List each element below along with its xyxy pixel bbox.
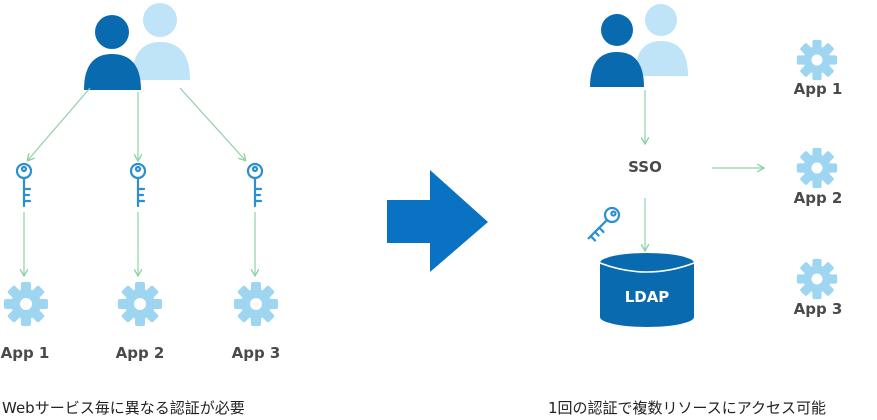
users-icon-left [84,3,190,90]
gear-icon-right-app1 [796,39,838,81]
ldap-label: LDAP [625,288,670,306]
key-to-app-lines [24,212,255,275]
right-arrow-icon [387,170,488,272]
left-app1-label: App 1 [1,344,50,362]
users-icon-right [590,4,688,87]
right-app2-label: App 2 [794,189,843,207]
gear-icon-left-app1 [4,282,49,326]
line-user-key-3 [179,87,245,160]
key-icon-app1 [15,162,33,208]
gear-icon-right-app2 [796,147,838,189]
user-to-key-lines [28,87,245,160]
line-user-key-1 [28,87,91,160]
key-icon-app3 [246,162,264,208]
key-icon-ldap [587,206,621,242]
key-icon-app2 [129,162,147,208]
left-app3-label: App 3 [232,344,281,362]
right-app3-label: App 3 [794,300,843,318]
left-caption: Webサービス毎に異なる認証が必要 [2,399,245,417]
right-caption: 1回の認証で複数リソースにアクセス可能 [548,399,826,417]
gear-icon-right-app3 [796,258,838,300]
sso-label: SSO [628,158,662,176]
database-icon [599,253,695,327]
left-app2-label: App 2 [116,344,165,362]
gear-icon-left-app2 [118,282,162,326]
right-app1-label: App 1 [794,80,843,98]
gear-icon-left-app3 [234,282,278,326]
